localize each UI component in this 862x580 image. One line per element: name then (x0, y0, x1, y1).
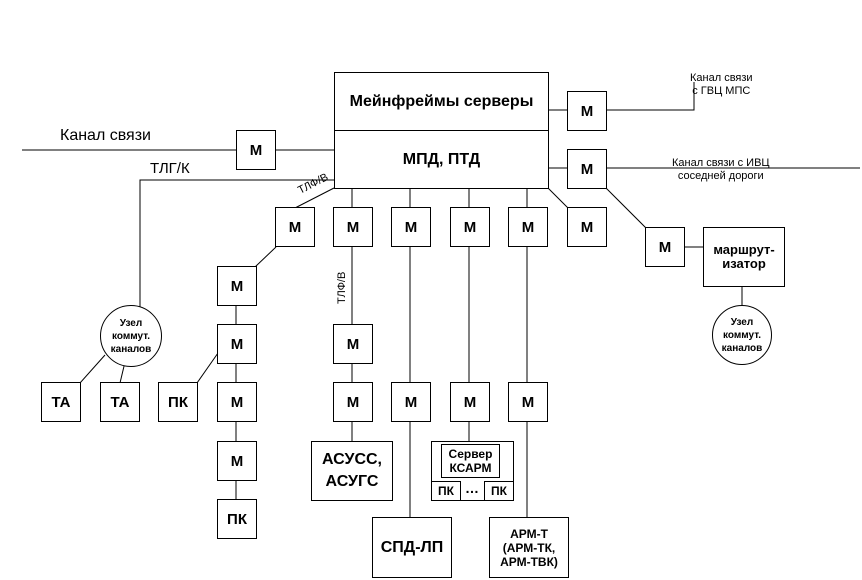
modem-chain-3: М (217, 382, 257, 422)
pk-small-box-1: ПК (431, 481, 461, 501)
modem-row-4: М (450, 207, 490, 247)
router-box: маршрут- изатор (703, 227, 785, 287)
modem-row-3: М (391, 207, 431, 247)
modem-ivc: М (567, 149, 607, 189)
ta-box-2: ТА (100, 382, 140, 422)
modem-col2-1: М (333, 324, 373, 364)
modem-chain-4: М (217, 441, 257, 481)
ivc-channel-label: Канал связи с ИВЦ соседней дороги (672, 157, 770, 182)
pk-small-box-2: ПК (484, 481, 514, 501)
pk-bottom-box: ПК (217, 499, 257, 539)
modem-col4: М (450, 382, 490, 422)
modem-row-5: М (508, 207, 548, 247)
pk-left-box: ПК (158, 382, 198, 422)
mainframe-servers-box: Мейнфреймы серверы (334, 72, 549, 131)
spd-lp-box: СПД-ЛП (372, 517, 452, 578)
modem-row-1: М (275, 207, 315, 247)
modem-col5: М (508, 382, 548, 422)
ksarm-server-box: Сервер КСАРМ (441, 444, 500, 478)
modem-col2-2: М (333, 382, 373, 422)
tlf-vertical-label: ТЛФ/В (336, 271, 348, 304)
switching-node-right: Узел коммут. каналов (712, 305, 772, 365)
ksarm-group (431, 441, 514, 501)
ellipsis-label: … (465, 480, 479, 496)
switching-node-left: Узел коммут. каналов (100, 305, 162, 367)
modem-router: М (645, 227, 685, 267)
modem-col3: М (391, 382, 431, 422)
mpd-ptd-box: МПД, ПТД (334, 130, 549, 189)
arm-t-box: АРМ-Т (АРМ-ТК, АРМ-ТВК) (489, 517, 569, 578)
channel-label: Канал связи (60, 127, 151, 144)
modem-chain-1: М (217, 266, 257, 306)
modem-left-channel: М (236, 130, 276, 170)
ta-box-1: ТА (41, 382, 81, 422)
modem-row-6: М (567, 207, 607, 247)
modem-chain-2: М (217, 324, 257, 364)
modem-gvc: М (567, 91, 607, 131)
asuss-box: АСУСС, АСУГС (311, 441, 393, 501)
tlg-label: ТЛГ/К (150, 160, 190, 177)
modem-row-2: М (333, 207, 373, 247)
gvc-channel-label: Канал связи с ГВЦ МПС (690, 72, 753, 97)
